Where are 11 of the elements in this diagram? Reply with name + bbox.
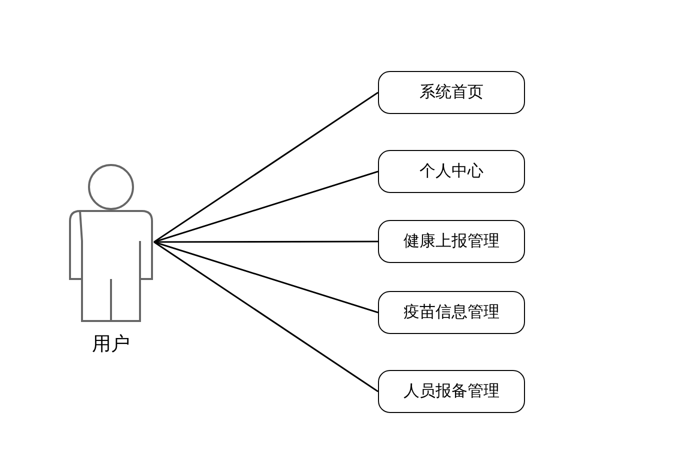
use-case-box: 个人中心 [378, 150, 525, 193]
use-case-box: 健康上报管理 [378, 220, 525, 263]
connector-line [154, 240, 378, 243]
use-case-box: 人员报备管理 [378, 370, 525, 413]
use-case-box: 疫苗信息管理 [378, 291, 525, 334]
actor-label: 用户 [91, 332, 131, 357]
use-case-box: 系统首页 [378, 71, 525, 114]
connector-line [154, 241, 378, 392]
connector-line [154, 170, 378, 243]
connector-line [154, 241, 378, 314]
connector-line [154, 92, 378, 243]
